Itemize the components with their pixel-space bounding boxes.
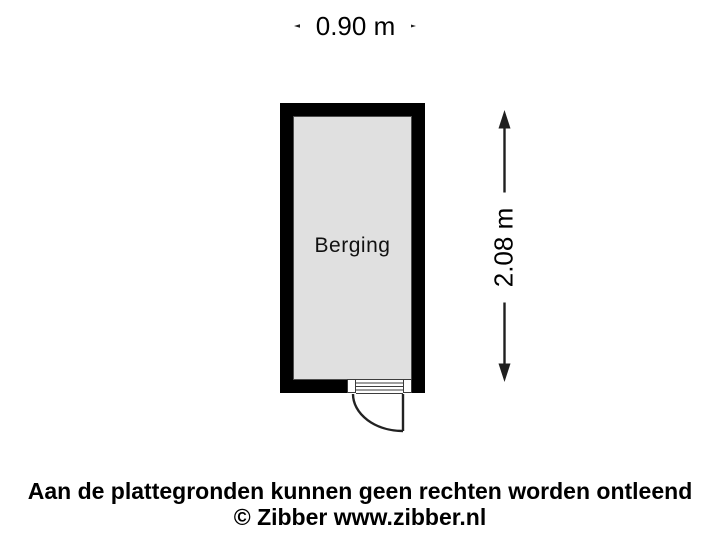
door-jamb-right [403,379,412,393]
disclaimer-text: Aan de plattegronden kunnen geen rechten… [27,478,693,504]
door-arc [351,393,404,433]
footer: Aan de plattegronden kunnen geen rechten… [0,478,720,530]
copyright-text: © Zibber www.zibber.nl [233,504,487,530]
room-floor [293,116,412,380]
width-dimension-label: 0.90 m [300,9,411,43]
door-swing [351,393,405,433]
height-dimension-label: 2.08 m [485,192,522,302]
door-sill [356,379,403,394]
room-label: Berging [314,234,391,257]
door-jamb-left [347,379,356,393]
